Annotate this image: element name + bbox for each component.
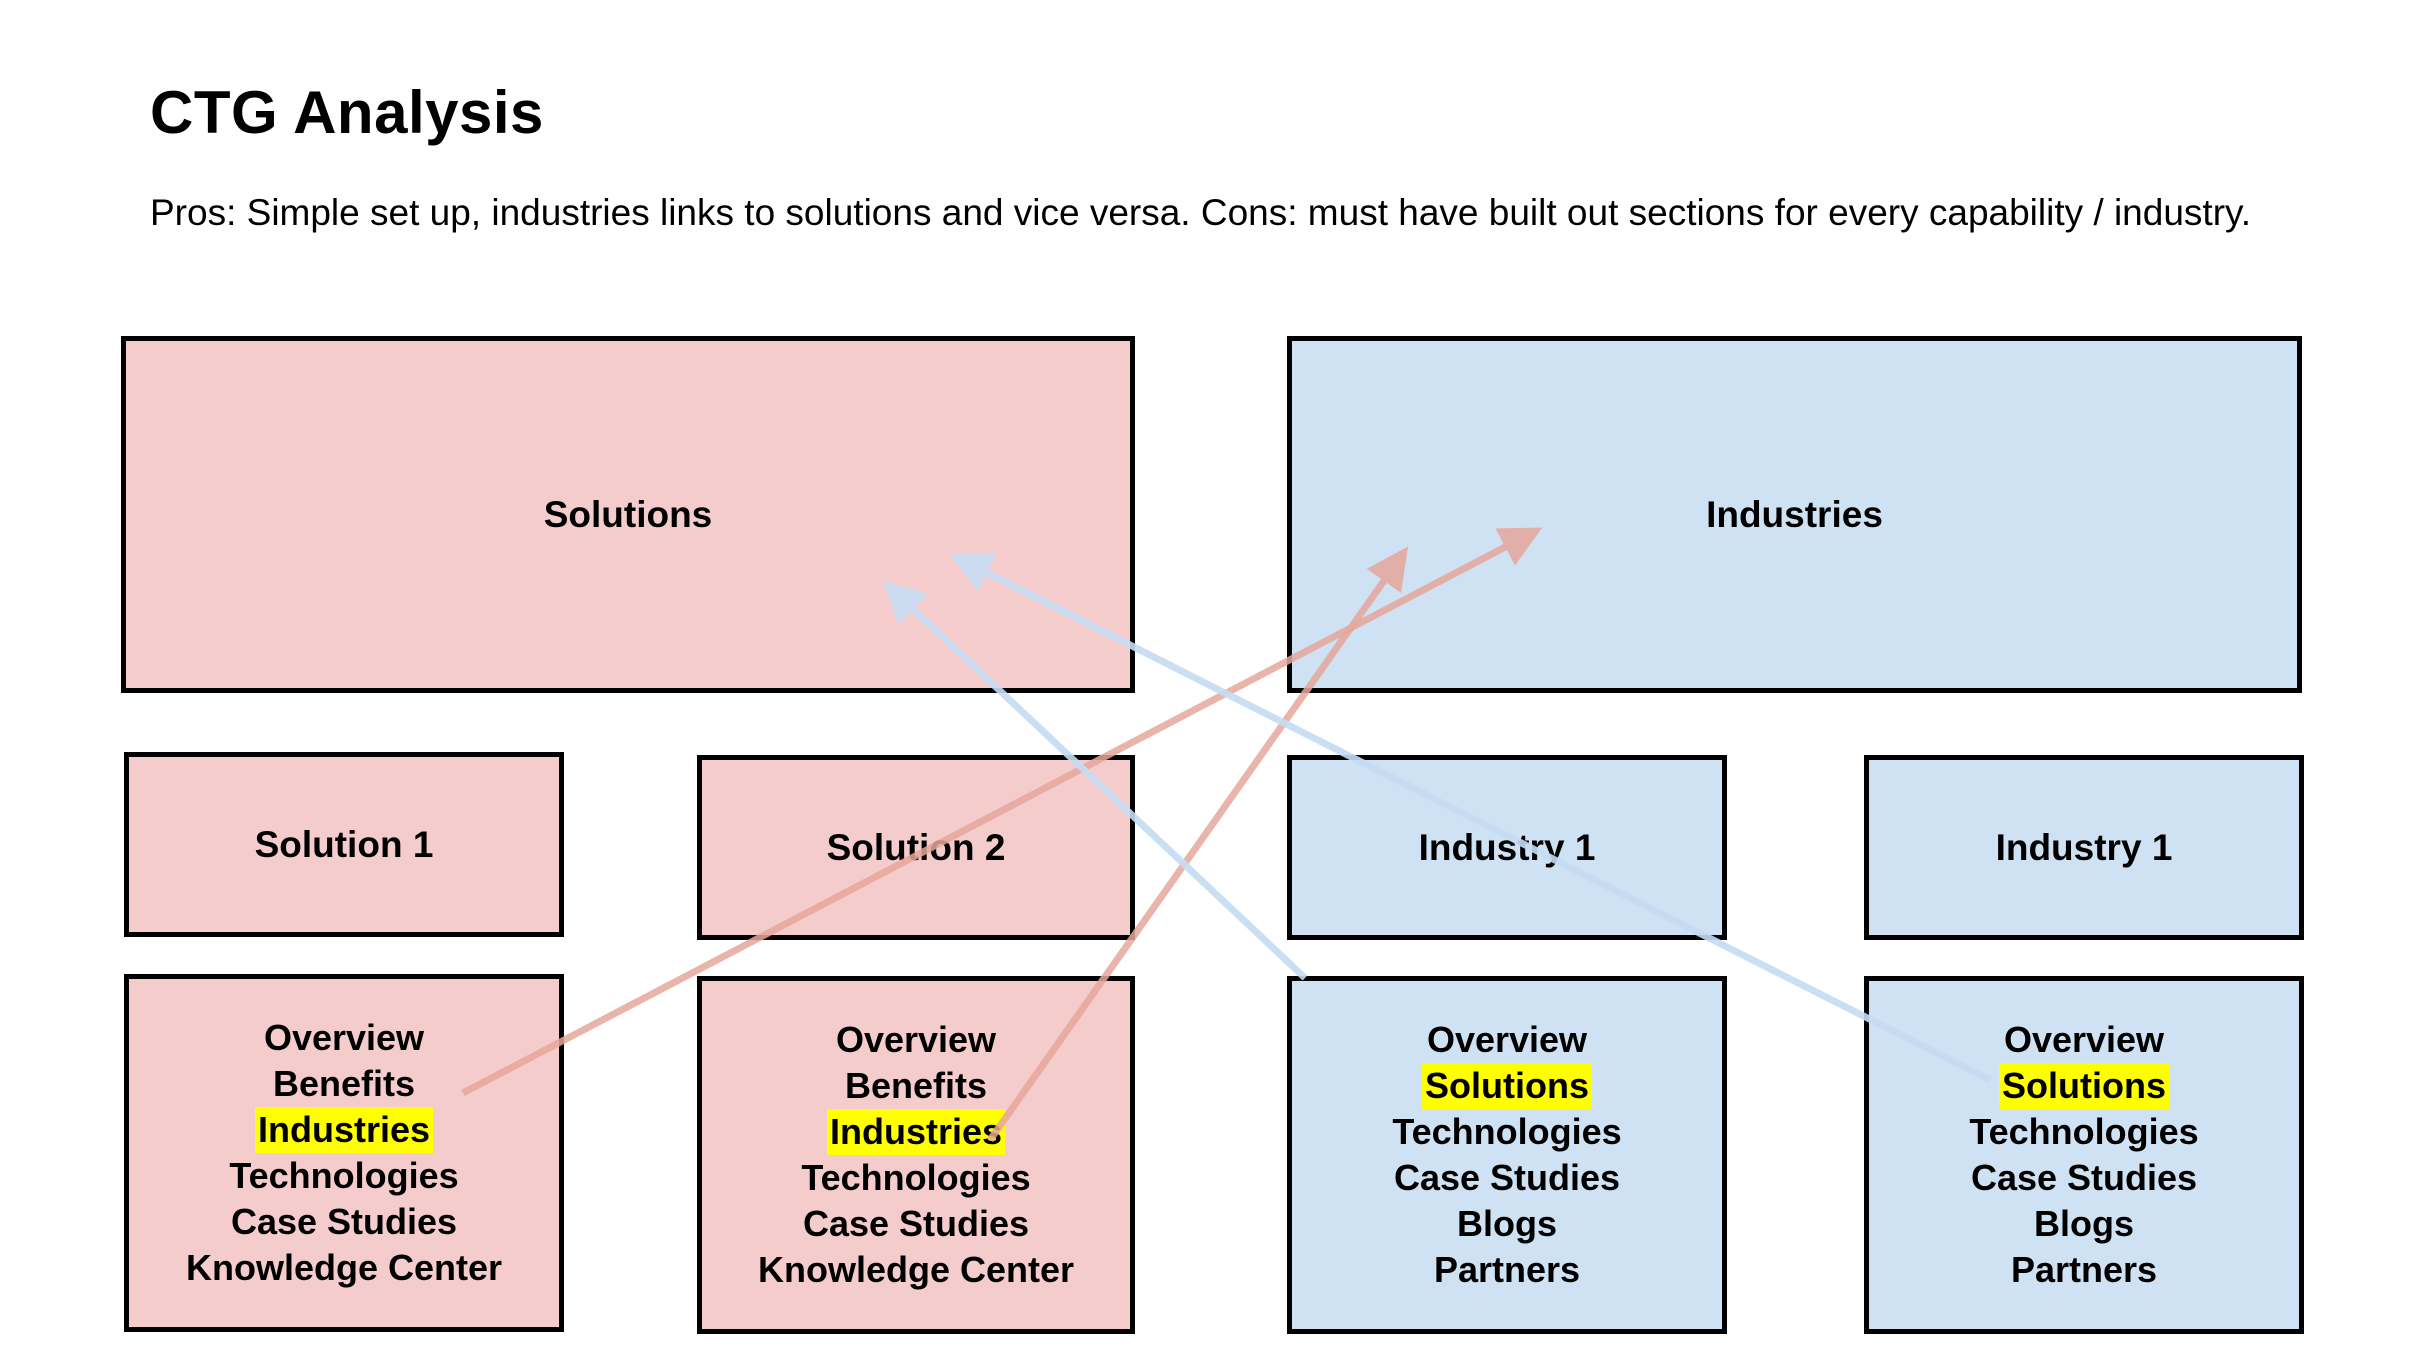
list-item: Case Studies — [1393, 1157, 1621, 1198]
industry-2-box: Industry 1 — [1864, 755, 2304, 940]
industry-1-pages-box: Overview Solutions Technologies Case Stu… — [1287, 976, 1727, 1334]
solution-1-pages-box: Overview Benefits Industries Technologie… — [124, 974, 564, 1332]
industry-1-label: Industry 1 — [1418, 826, 1596, 868]
list-item: Knowledge Center — [185, 1247, 503, 1288]
list-item-highlighted: Solutions — [1422, 1063, 1592, 1109]
list-item: Technologies — [1969, 1111, 2199, 1152]
list-item-highlighted: Solutions — [1999, 1063, 2169, 1109]
industry-2-pages-box: Overview Solutions Technologies Case Stu… — [1864, 976, 2304, 1334]
list-item: Knowledge Center — [757, 1249, 1075, 1290]
solution-1-box: Solution 1 — [124, 752, 564, 937]
list-item: Partners — [2010, 1249, 2158, 1290]
solution-2-pages-box: Overview Benefits Industries Technologie… — [697, 976, 1135, 1334]
solution-1-label: Solution 1 — [254, 823, 434, 865]
list-item: Blogs — [1456, 1203, 1557, 1244]
list-item: Blogs — [2033, 1203, 2134, 1244]
list-item: Case Studies — [802, 1203, 1030, 1244]
page-title: CTG Analysis — [150, 79, 544, 146]
list-item: Overview — [835, 1019, 997, 1060]
list-item: Benefits — [272, 1063, 416, 1104]
solution-2-box: Solution 2 — [697, 755, 1135, 940]
solution-2-label: Solution 2 — [826, 826, 1006, 868]
solutions-header-box: Solutions — [121, 336, 1135, 693]
list-item: Technologies — [1392, 1111, 1622, 1152]
list-item: Case Studies — [230, 1201, 458, 1242]
list-item: Case Studies — [1970, 1157, 2198, 1198]
industry-1-box: Industry 1 — [1287, 755, 1727, 940]
list-item: Overview — [1426, 1019, 1588, 1060]
industries-header-label: Industries — [1706, 493, 1883, 535]
list-item: Technologies — [801, 1157, 1031, 1198]
industry-2-label: Industry 1 — [1995, 826, 2173, 868]
list-item-highlighted: Industries — [826, 1109, 1006, 1155]
list-item-highlighted: Industries — [254, 1107, 434, 1153]
list-item: Partners — [1433, 1249, 1581, 1290]
list-item: Benefits — [844, 1065, 988, 1106]
list-item: Overview — [2003, 1019, 2165, 1060]
list-item: Overview — [263, 1017, 425, 1058]
list-item: Technologies — [229, 1155, 459, 1196]
solutions-header-label: Solutions — [543, 493, 713, 535]
industries-header-box: Industries — [1287, 336, 2302, 693]
page-subtitle: Pros: Simple set up, industries links to… — [150, 192, 2252, 233]
